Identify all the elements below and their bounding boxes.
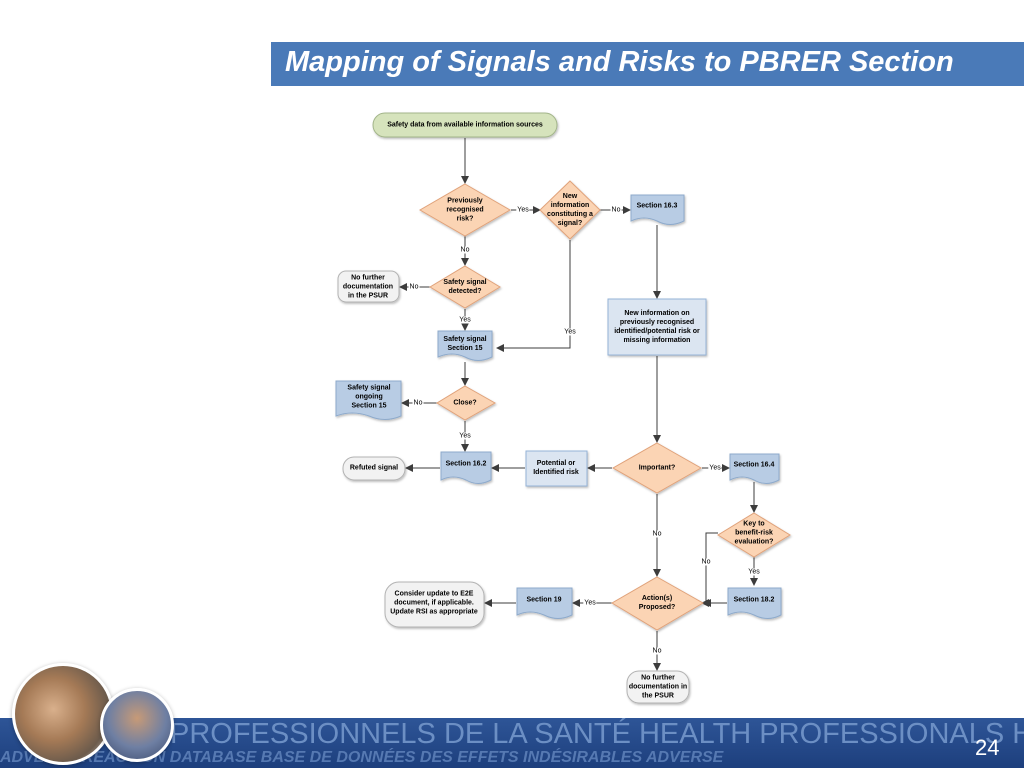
edge-label-no: No <box>700 558 712 566</box>
edge-label-yes: Yes <box>708 464 722 472</box>
decision-new-info-signal-label: New information constituting a signal? <box>547 193 593 227</box>
terminal-consider-update <box>384 581 485 628</box>
doc-section-19 <box>516 587 573 619</box>
doc-section-16-4-label: Section 16.4 <box>733 461 775 469</box>
terminal-consider-update-label: Consider update to E2E document, if appl… <box>390 590 478 616</box>
decision-key-benefit-risk-label: Key to benefit-risk evaluation? <box>734 520 774 546</box>
terminal-refuted <box>342 456 406 481</box>
doc-section-16-3-label: Section 16.3 <box>636 202 678 210</box>
edge-label-no: No <box>408 283 420 291</box>
edge-label-yes: Yes <box>458 316 472 324</box>
doc-section-16-4 <box>729 453 780 484</box>
doc-signal-ongoing-label: Safety signal ongoing Section 15 <box>347 384 391 410</box>
patient-photo <box>100 688 174 762</box>
decision-previously-recognised <box>419 183 511 237</box>
edge-label-yes: Yes <box>516 206 530 214</box>
edge-label-yes: Yes <box>563 328 577 336</box>
terminal-no-further-top-label: No further documentation in the PSUR <box>342 274 394 300</box>
edge-label-no: No <box>459 246 471 254</box>
footer-watermark-line1: PROFESSIONNELS DE LA SANTÉ HEALTH PROFES… <box>170 718 1024 750</box>
edge-key-no <box>701 532 718 607</box>
edge-label-yes: Yes <box>747 568 761 576</box>
footer-banner: PROFESSIONNELS DE LA SANTÉ HEALTH PROFES… <box>0 718 1024 768</box>
doc-section-16-2 <box>440 451 492 484</box>
edge-label-no: No <box>610 206 622 214</box>
health-professionals-photo <box>12 663 114 765</box>
start-node-label: Safety data from available information s… <box>387 121 543 129</box>
process-new-info <box>607 298 707 356</box>
process-new-info-label: New information on previously recognised… <box>614 310 700 344</box>
edge-label-yes: Yes <box>583 599 597 607</box>
decision-signal-detected <box>429 265 501 309</box>
decision-previously-recognised-label: Previously recognised risk? <box>446 197 484 223</box>
doc-section-18-2 <box>727 587 782 619</box>
footer-watermark-line2: ADVERSE REACTION DATABASE BASE DE DONNÉE… <box>0 749 724 766</box>
start-node <box>372 112 558 138</box>
decision-important-label: Important? <box>638 464 676 472</box>
page-number: 24 <box>975 735 1000 760</box>
doc-section-16-2-label: Section 16.2 <box>445 460 487 468</box>
edge-newinfo-yes <box>496 240 571 352</box>
edge-label-yes: Yes <box>458 432 472 440</box>
terminal-no-further-top <box>337 270 400 303</box>
doc-signal-ongoing <box>335 380 402 420</box>
edge-label-no: No <box>651 530 663 538</box>
decision-close <box>436 385 497 421</box>
decision-new-info-signal <box>539 180 601 240</box>
doc-safety-signal-15-label: Safety signal Section 15 <box>443 336 487 352</box>
terminal-no-further-bottom-label: No further documentation in the PSUR <box>628 674 688 700</box>
decision-actions-proposed-label: Action(s) Proposed? <box>638 595 676 611</box>
process-potential-risk <box>525 450 588 487</box>
terminal-no-further-bottom <box>626 670 690 704</box>
title-bar: Mapping of Signals and Risks to PBRER Se… <box>271 42 1024 86</box>
decision-actions-proposed <box>611 576 705 631</box>
decision-signal-detected-label: Safety signal detected? <box>443 279 487 295</box>
edge-label-no: No <box>651 647 663 655</box>
doc-section-19-label: Section 19 <box>526 596 562 604</box>
doc-safety-signal-15 <box>437 330 493 361</box>
decision-key-benefit-risk <box>717 512 791 558</box>
decision-close-label: Close? <box>453 399 477 407</box>
page-title: Mapping of Signals and Risks to PBRER Se… <box>285 46 954 78</box>
edge-label-no: No <box>412 399 424 407</box>
process-potential-risk-label: Potential or Identified risk <box>533 460 579 476</box>
doc-section-18-2-label: Section 18.2 <box>733 596 775 604</box>
terminal-refuted-label: Refuted signal <box>349 464 399 472</box>
decision-important <box>611 442 703 494</box>
doc-section-16-3 <box>630 194 685 225</box>
